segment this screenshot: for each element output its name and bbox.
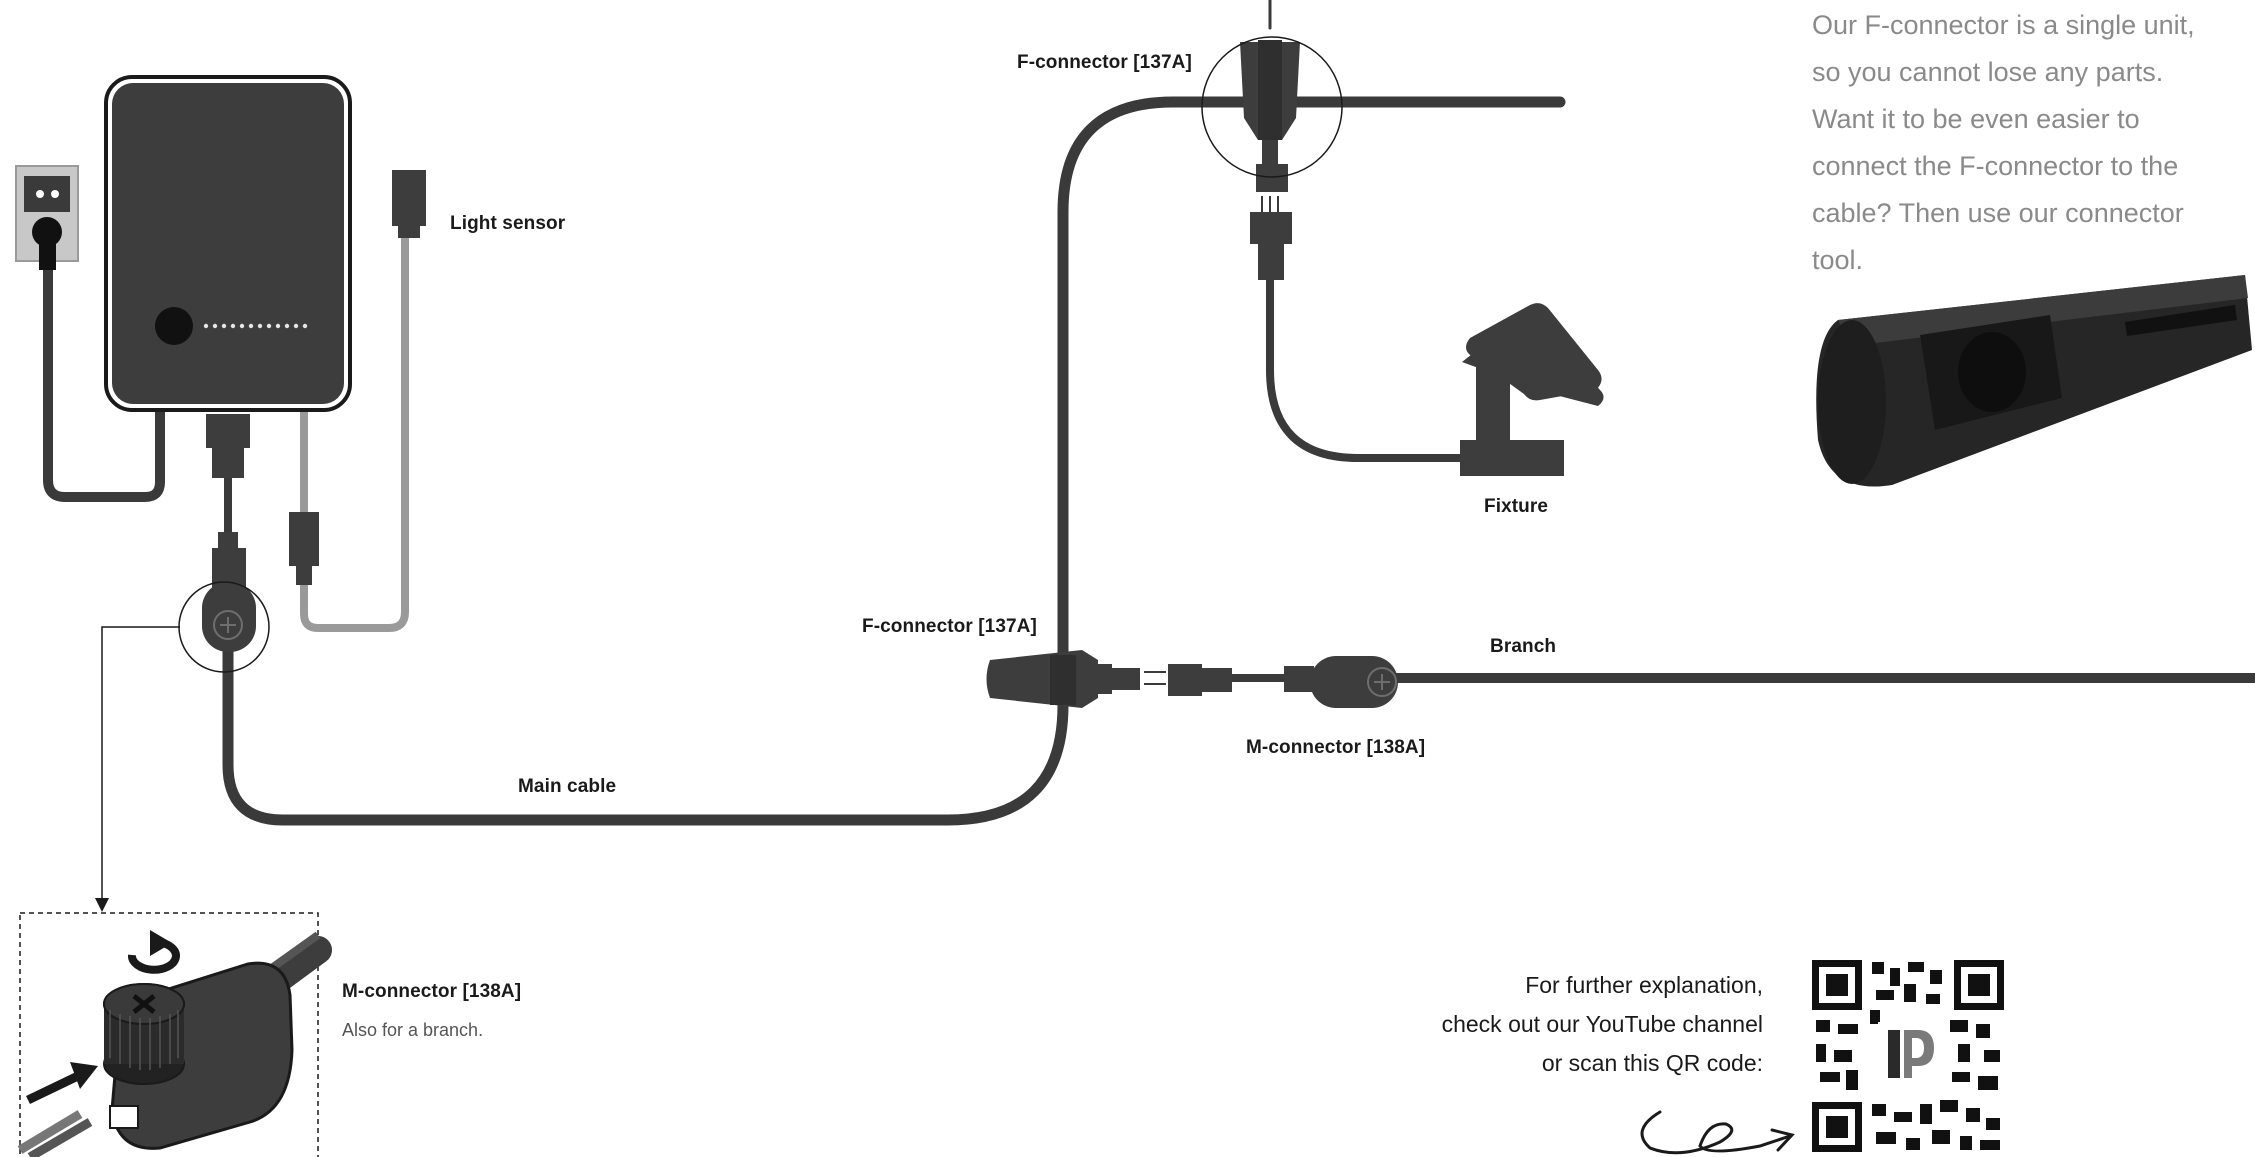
swirl-arrow-icon	[1640, 1110, 1795, 1155]
plus-screw-icon	[213, 610, 243, 640]
connector-tool-image	[1816, 275, 2252, 487]
f-connector-mid-label: F-connector [137A]	[862, 616, 1037, 637]
plus-screw-icon	[1367, 667, 1397, 697]
rotate-arrow-icon	[128, 930, 180, 974]
light-sensor-label: Light sensor	[450, 213, 566, 234]
tool-note-line: tool.	[1812, 245, 1864, 275]
indicator-dots-icon	[203, 323, 308, 329]
highlight-circle-top	[1201, 36, 1343, 178]
qr-note: For further explanation, check out our Y…	[1442, 966, 1763, 1083]
cables	[43, 0, 2255, 826]
qr-code-icon	[1812, 960, 2004, 1152]
tool-note-line: so you cannot lose any parts.	[1812, 57, 2164, 87]
m-connector-branch	[1284, 656, 1398, 708]
f-connector-mid	[986, 650, 1232, 708]
controller-box	[104, 75, 352, 478]
connector-tool-note: Our F-connector is a single unit, so you…	[1812, 2, 2212, 284]
qr-note-line: For further explanation,	[1525, 972, 1763, 998]
tool-note-line: Our F-connector is a single unit,	[1812, 10, 2195, 40]
wall-outlet-icon	[15, 165, 79, 270]
qr-note-line: check out our YouTube channel	[1441, 1011, 1763, 1037]
main-cable-label: Main cable	[518, 776, 617, 797]
m-connector-detail-note: Also for a branch.	[342, 1020, 484, 1040]
m-connector-detail	[17, 930, 332, 1157]
fixture-lamp	[1460, 303, 1604, 476]
main-cable-line	[222, 96, 1566, 826]
power-cord	[43, 255, 165, 502]
light-sensor-cable	[300, 231, 409, 632]
m-connector-main	[178, 532, 270, 673]
tool-note-line: cable? Then use our connector	[1812, 198, 2184, 228]
callout	[19, 626, 319, 1157]
fixture-label: Fixture	[1484, 496, 1549, 517]
fixture-cable	[1266, 276, 1464, 462]
controller-button-icon	[155, 307, 193, 345]
tool-note-line: connect the F-connector to the	[1812, 151, 2179, 181]
light-sensor	[289, 170, 426, 585]
m-connector-mid-label: M-connector [138A]	[1246, 737, 1426, 758]
insert-arrow-icon	[26, 1062, 98, 1105]
branch-label: Branch	[1490, 636, 1557, 657]
f-connector-top-label: F-connector [137A]	[1017, 52, 1192, 73]
tool-note-line: Want it to be even easier to	[1812, 104, 2140, 134]
qr-note-line: or scan this QR code:	[1541, 1050, 1763, 1076]
f-connector-top	[1201, 36, 1343, 280]
m-connector-detail-label: M-connector [138A]	[342, 981, 522, 1002]
